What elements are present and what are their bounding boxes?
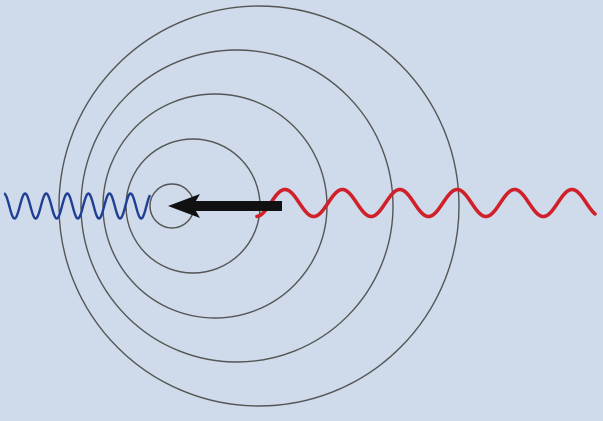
stretched-wave [255,187,597,219]
motion-arrow-left-icon [168,194,282,218]
compressed-wave [3,192,152,220]
wavefront-2 [80,49,394,363]
wavefront-1 [58,5,460,407]
